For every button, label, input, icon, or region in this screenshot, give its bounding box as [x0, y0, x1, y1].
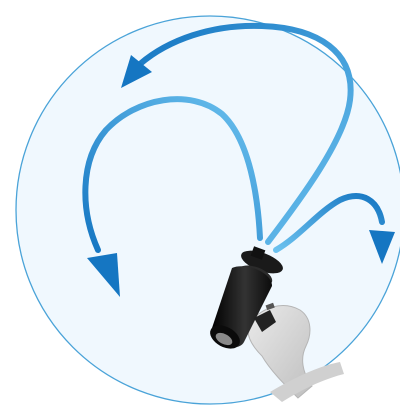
bubble-circle — [16, 16, 400, 404]
